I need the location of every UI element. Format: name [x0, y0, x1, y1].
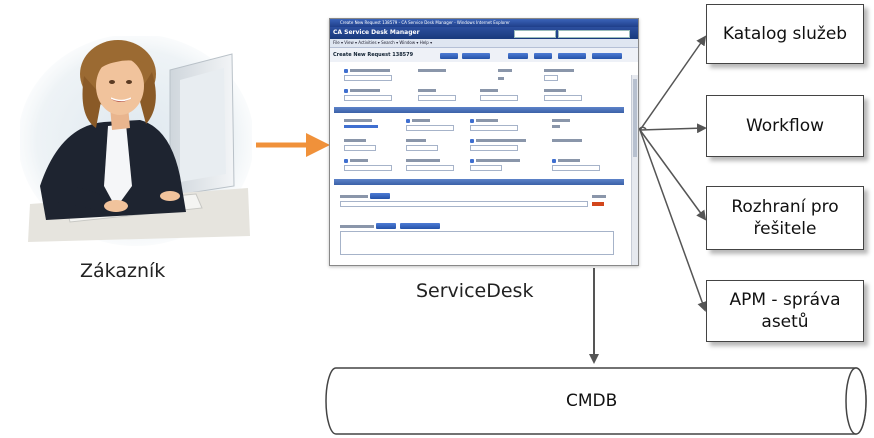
form-title: Create New Request 138579 [333, 52, 414, 58]
section-bar-summary [334, 179, 624, 185]
create-incident-button [462, 53, 490, 59]
workflow-label: Workflow [745, 115, 825, 136]
arrow-to-workflow [639, 123, 707, 134]
app-title: CA Service Desk Manager [333, 29, 420, 36]
workflow-box: Workflow [706, 95, 864, 157]
arrow-to-katalog [639, 35, 707, 131]
scrollbar [631, 75, 638, 265]
customer-to-servicedesk-arrow [256, 133, 330, 157]
cmdb-cylinder [325, 367, 867, 435]
save-button [440, 53, 458, 59]
servicedesk-screenshot: Create New Request 138579 - CA Service D… [329, 18, 639, 266]
section-bar-detail [334, 107, 624, 113]
customer-label: Zákazník [80, 260, 166, 282]
cancel-button [508, 53, 528, 59]
search-type-field [514, 30, 556, 38]
form-header: Create New Request 138579 [330, 48, 638, 62]
menu-bar: File ▾ View ▾ Activities ▾ Search ▾ Wind… [330, 39, 638, 48]
cmdb-label: CMDB [566, 391, 618, 411]
katalog-sluzeb-label: Katalog služeb [722, 23, 848, 44]
katalog-sluzeb-box: Katalog služeb [706, 4, 864, 64]
fanout-arrows [636, 35, 707, 312]
rozhrani-label: Rozhraní pro řešitele [731, 196, 839, 239]
reset-button [534, 53, 552, 59]
arrow-to-apm [639, 129, 707, 312]
app-header: CA Service Desk Manager [330, 27, 638, 39]
use-template-button [592, 53, 622, 59]
customer-photo [18, 34, 254, 248]
window-titlebar: Create New Request 138579 - CA Service D… [330, 19, 638, 27]
arrow-to-rozhrani [639, 129, 707, 221]
apm-box: APM - správa asetů [706, 280, 864, 342]
search-field [558, 30, 630, 38]
customer-illustration [18, 34, 254, 246]
servicedesk-label: ServiceDesk [416, 280, 534, 302]
rozhrani-box: Rozhraní pro řešitele [706, 186, 864, 250]
quick-profile-button [558, 53, 586, 59]
apm-label: APM - správa asetů [729, 289, 841, 332]
